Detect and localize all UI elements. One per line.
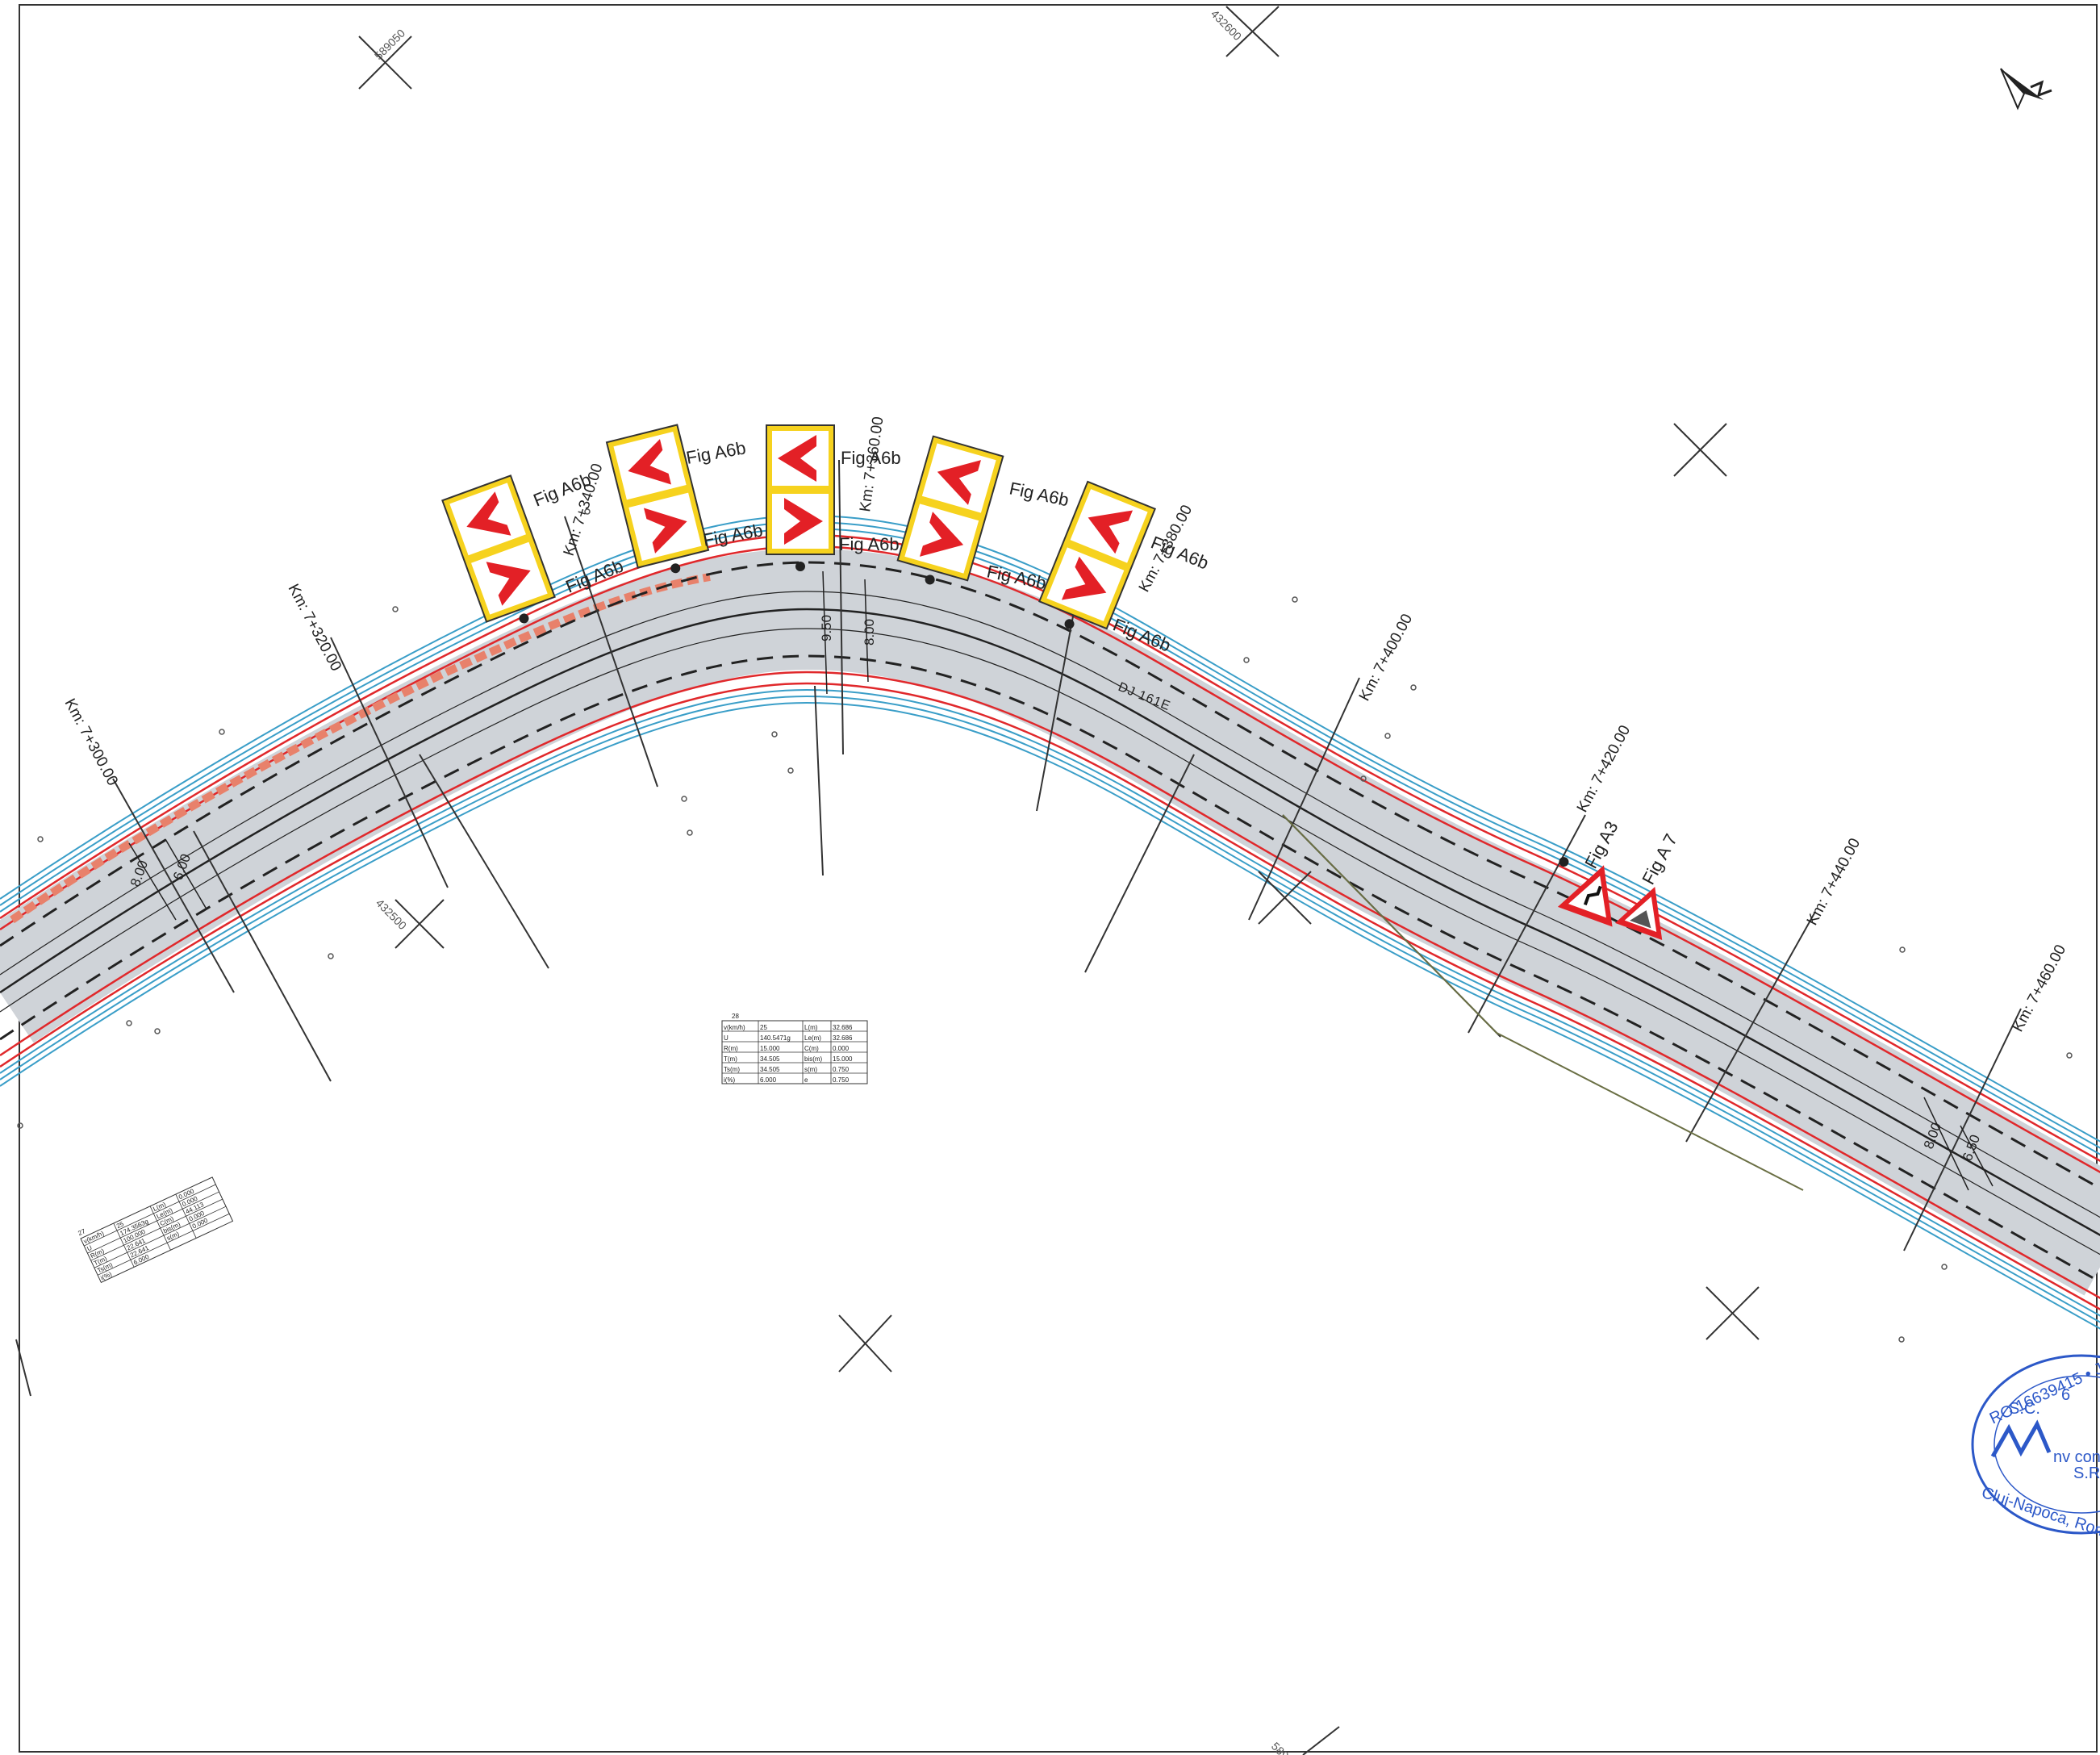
grid-coord-2: 432600 [1209, 7, 1244, 43]
table-cell: T(m) [724, 1055, 737, 1063]
sign-label: Fig A6b [841, 448, 901, 468]
landslide-sign [1614, 886, 1663, 941]
table-cell: U [724, 1034, 729, 1042]
table-cell: 0.750 [833, 1066, 850, 1073]
curve-table-28-number: 28 [732, 1013, 739, 1020]
asphalt-band [0, 609, 2100, 1243]
table-cell: L(m) [804, 1024, 818, 1031]
table-cell: e [804, 1076, 808, 1084]
table-cell: C(m) [804, 1045, 819, 1052]
guardrail-left [10, 573, 711, 924]
table-cell: bis(m) [804, 1055, 823, 1063]
table-cell: 34.505 [760, 1055, 780, 1063]
drainage-line [1282, 814, 1804, 1191]
table-cell: 6.000 [760, 1076, 777, 1084]
table-cell: Le(m) [804, 1034, 821, 1042]
table-cell: 0.000 [833, 1045, 850, 1052]
survey-points [17, 508, 2073, 1343]
stamp-suffix: S.R. [2073, 1465, 2100, 1482]
chainage-label-7420: Km: 7+420.00 [1574, 723, 1634, 816]
curve-table-27: 27 v(km/h)25L(m)0.000U174.3563gLe(m)0.00… [77, 1176, 234, 1284]
grid-coord-3: 432500 [374, 896, 409, 932]
sign-label: Fig A6b [685, 437, 748, 468]
grid-coordinates: 589050 432600 432500 589000 [372, 7, 1305, 1755]
sign-label: Fig A6b [1008, 478, 1071, 510]
stamp-number: 6 [2061, 1386, 2070, 1404]
stamp-name: nv constr [2053, 1448, 2100, 1466]
stamp-sc: S.C. [2009, 1400, 2040, 1418]
north-arrow-icon [2000, 68, 2052, 111]
table-cell: 34.505 [760, 1066, 780, 1073]
sheet-border [19, 4, 2098, 1753]
dim-mid-outer: 9.50 [819, 615, 834, 641]
landslide-label: Fig A 7 [1638, 830, 1681, 888]
grid-coord-4: 589000 [1269, 1740, 1305, 1755]
chevron-sign-group-5 [1038, 480, 1156, 630]
table-cell: i(%) [724, 1076, 736, 1084]
chevron-sign-group-4 [896, 435, 1004, 585]
table-cell: 15.000 [760, 1045, 780, 1052]
chainage-label-7300: Km: 7+300.00 [61, 696, 121, 788]
curve-table-27-number: 27 [77, 1227, 86, 1237]
stamp-logo-icon [1990, 1419, 2052, 1458]
table-cell: s(m) [804, 1066, 817, 1073]
chainage-label-7460: Km: 7+460.00 [2010, 942, 2069, 1035]
table-cell: 0.750 [833, 1076, 850, 1084]
chevron-sign-group-2 [605, 424, 710, 574]
chainage-label-7400: Km: 7+400.00 [1356, 612, 1416, 704]
table-cell: 15.000 [833, 1055, 853, 1063]
grid-crosses [15, 6, 1760, 1755]
curve-table-27-cells: v(km/h)25L(m)0.000U174.3563gLe(m)0.000R(… [82, 1187, 209, 1281]
table-cell: R(m) [724, 1045, 738, 1052]
winding-road-sign [1557, 857, 1613, 927]
winding-road-label: Fig A3 [1580, 818, 1622, 872]
table-cell: 140.5471g [760, 1034, 791, 1042]
table-cell: 32.686 [833, 1034, 853, 1042]
sign-label: Fig A6b [839, 534, 900, 554]
grid-coord-1: 589050 [372, 27, 407, 62]
table-cell: 32.686 [833, 1024, 853, 1031]
table-cell: U [86, 1244, 93, 1253]
dim-mid-inner: 8.00 [862, 619, 877, 646]
dimension-marks [128, 570, 1994, 1191]
table-cell: 25 [760, 1024, 767, 1031]
chevron-sign-group-3 [766, 424, 835, 571]
chainage-label-7320: Km: 7+320.00 [285, 581, 344, 674]
table-cell: 25 [115, 1220, 125, 1230]
chainage-label-7440: Km: 7+440.00 [1804, 836, 1864, 929]
chevron-sign-group-1 [441, 474, 556, 624]
company-stamp: RO 16639415 • J12/ 6 S.C. nv constr S.R.… [1971, 1350, 2100, 1541]
table-cell: Ts(m) [724, 1066, 740, 1073]
sign-label: Fig A6b [702, 520, 765, 550]
table-cell: v(km/h) [724, 1024, 745, 1031]
